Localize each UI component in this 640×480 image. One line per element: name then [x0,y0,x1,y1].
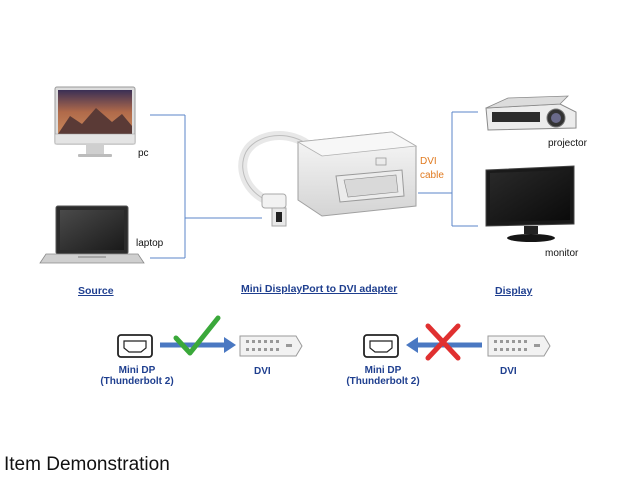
laptop-image [40,206,144,263]
display-header: Display [495,285,532,297]
compat-bad-diagram [364,326,550,358]
display-connector-lines [418,112,478,226]
compat-bad-from-label: DVI [500,366,517,377]
adapter-header: Mini DisplayPort to DVI adapter [241,283,397,295]
compat-bad-to-label: Mini DP (Thunderbolt 2) [338,365,428,387]
monitor-image [486,166,574,242]
dvi-cable-label-line1: DVI [420,156,437,167]
compat-ok-from-line1: Mini DP [92,365,182,376]
laptop-label: laptop [136,238,163,249]
adapter-image [243,132,416,226]
projector-label: projector [548,138,587,149]
compat-ok-to-label: DVI [254,366,271,377]
compat-bad-to-line1: Mini DP [338,365,428,376]
pc-label: pc [138,148,149,159]
compat-bad-to-line2: (Thunderbolt 2) [338,376,428,387]
pc-image [55,87,135,157]
compat-ok-from-line2: (Thunderbolt 2) [92,376,182,387]
compat-ok-from-label: Mini DP (Thunderbolt 2) [92,365,182,387]
projector-image [486,96,576,130]
dvi-cable-label-line2: cable [420,170,444,181]
item-demonstration-caption: Item Demonstration [4,454,170,476]
compat-ok-diagram [118,318,302,357]
source-header: Source [78,285,114,297]
monitor-label: monitor [545,248,578,259]
